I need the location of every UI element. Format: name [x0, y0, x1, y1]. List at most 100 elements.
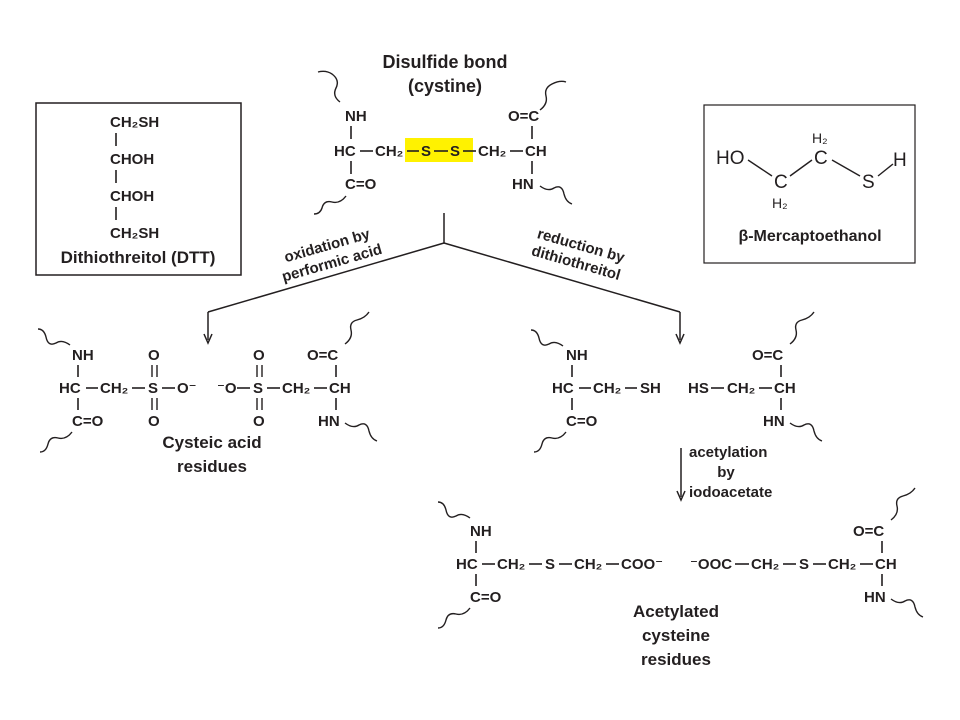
reduced-wavy-oc [789, 311, 815, 345]
dtt-name: Dithiothreitol (DTT) [61, 248, 216, 267]
acetylated-left-s: S [545, 556, 555, 573]
reduced-left-hc: HC [552, 380, 574, 397]
acetylated-left-ch2a: CH₂ [497, 556, 525, 573]
acetylated-right-s: S [799, 556, 809, 573]
cystine-nh: NH [345, 108, 367, 125]
acetylated-left-coo: COO⁻ [621, 556, 663, 573]
dtt-row-4: CH₂SH [110, 225, 159, 242]
acetylated-left-co: C=O [470, 589, 502, 606]
cystine-wavy-co [313, 195, 347, 215]
reduction-label: reduction by dithiothreitol [530, 225, 628, 284]
bme-s: S [862, 172, 875, 193]
dtt-box: CH₂SH CHOH CHOH CH₂SH Dithiothreitol (DT… [35, 102, 242, 276]
bme-bond-2 [789, 159, 813, 177]
cysteic-left-nh: NH [72, 347, 94, 364]
cystine-co-left: C=O [345, 176, 377, 193]
branch-right [443, 242, 681, 313]
dtt-row-1: CH₂SH [110, 114, 159, 131]
cysteic-left-ch2: CH₂ [100, 380, 128, 397]
cystine-s1: S [421, 143, 431, 160]
cystine-structure: NH HC CH₂ S S CH₂ CH C=O O=C HN [313, 70, 573, 215]
cysteic-caption-2: residues [177, 457, 247, 476]
acetylation-line-1: acetylation [689, 444, 767, 461]
bme-box-border [703, 104, 916, 264]
bme-box: HO C H₂ C H₂ S H β-Mercaptoethanol [703, 104, 916, 264]
reduced-right-ch: CH [774, 380, 796, 397]
acetylated-right-ch2a: CH₂ [751, 556, 779, 573]
cystine-wavy-oc [539, 80, 567, 111]
acetylation-line-2: by [717, 464, 735, 481]
cysteic-right-o-bot: O [253, 413, 265, 430]
reduced-wavy-nh [530, 329, 564, 347]
cysteic-acid-structure: NH HC CH₂ S O O O⁻ C=O ⁻O S O O CH₂ CH O… [37, 311, 378, 476]
reduced-left-sh: SH [640, 380, 661, 397]
cystine-hn: HN [512, 176, 534, 193]
acetylated-structure: NH HC CH₂ S CH₂ COO⁻ C=O ⁻OOC CH₂ S CH₂ … [437, 487, 924, 669]
dtt-box-border [35, 102, 242, 276]
reduced-right-oc: O=C [752, 347, 783, 364]
branch-arrows [203, 213, 685, 345]
acetylation-arrowhead [676, 490, 686, 502]
bme-h: H [893, 150, 907, 171]
acetylated-wavy-hn [890, 598, 924, 618]
cysteic-left-hc: HC [59, 380, 81, 397]
acetylated-caption-3: residues [641, 650, 711, 669]
reduced-right-hs: HS [688, 380, 709, 397]
acetylated-left-nh: NH [470, 523, 492, 540]
acetylated-caption-1: Acetylated [633, 602, 719, 621]
reduced-left-ch2: CH₂ [593, 380, 621, 397]
acetylated-right-hn: HN [864, 589, 886, 606]
cysteic-wavy-hn [344, 422, 378, 442]
acetylated-wavy-co [437, 607, 471, 629]
cysteic-left-o-bot: O [148, 413, 160, 430]
acetylated-right-oc: O=C [853, 523, 884, 540]
reduced-right-ch2: CH₂ [727, 380, 755, 397]
cysteic-left-co: C=O [72, 413, 104, 430]
cystine-ch: CH [525, 143, 547, 160]
title-line-1: Disulfide bond [383, 52, 508, 72]
reduced-wavy-hn [789, 422, 823, 442]
cysteic-right-o-minus: ⁻O [217, 380, 237, 397]
cystine-wavy-hn [539, 185, 573, 205]
arrowhead-left [203, 333, 213, 345]
cystine-ch2-right: CH₂ [478, 143, 506, 160]
dtt-row-3: CHOH [110, 188, 154, 205]
bme-bond-1 [747, 159, 773, 177]
acetylated-caption-2: cysteine [642, 626, 710, 645]
acetylated-right-ch2b: CH₂ [828, 556, 856, 573]
cysteic-right-ch: CH [329, 380, 351, 397]
cysteic-left-o-top: O [148, 347, 160, 364]
cysteic-right-oc: O=C [307, 347, 338, 364]
bme-ho: HO [716, 148, 745, 169]
bme-h2-upper: H₂ [812, 130, 828, 146]
cysteic-left-o-minus: O⁻ [177, 380, 197, 397]
disulfide-highlight [405, 138, 473, 162]
arrowhead-right [675, 333, 685, 345]
cysteic-wavy-co [39, 431, 73, 453]
cysteic-right-hn: HN [318, 413, 340, 430]
reduced-wavy-co [533, 431, 567, 453]
bme-c1: C [774, 172, 788, 193]
cystine-wavy-nh [317, 70, 341, 103]
reduced-left-nh: NH [566, 347, 588, 364]
cystine-s2: S [450, 143, 460, 160]
cystine-oc-right: O=C [508, 108, 539, 125]
reduced-right-hn: HN [763, 413, 785, 430]
acetylated-wavy-oc [890, 487, 916, 521]
acetylation-line-3: iodoacetate [689, 484, 772, 501]
cysteic-left-s: S [148, 380, 158, 397]
bme-name: β-Mercaptoethanol [738, 228, 881, 245]
reduced-cysteine-structure: NH HC CH₂ SH C=O HS CH₂ CH O=C HN [530, 311, 823, 453]
reduced-left-co: C=O [566, 413, 598, 430]
cysteic-right-s: S [253, 380, 263, 397]
acetylated-wavy-nh [437, 501, 471, 519]
title-line-2: (cystine) [408, 76, 482, 96]
bme-c2: C [814, 148, 828, 169]
cystine-hc: HC [334, 143, 356, 160]
bme-bond-3 [831, 159, 861, 177]
bme-bond-4 [877, 163, 894, 177]
cysteic-right-o-top: O [253, 347, 265, 364]
bme-h2-lower: H₂ [772, 195, 788, 211]
acetylated-left-hc: HC [456, 556, 478, 573]
